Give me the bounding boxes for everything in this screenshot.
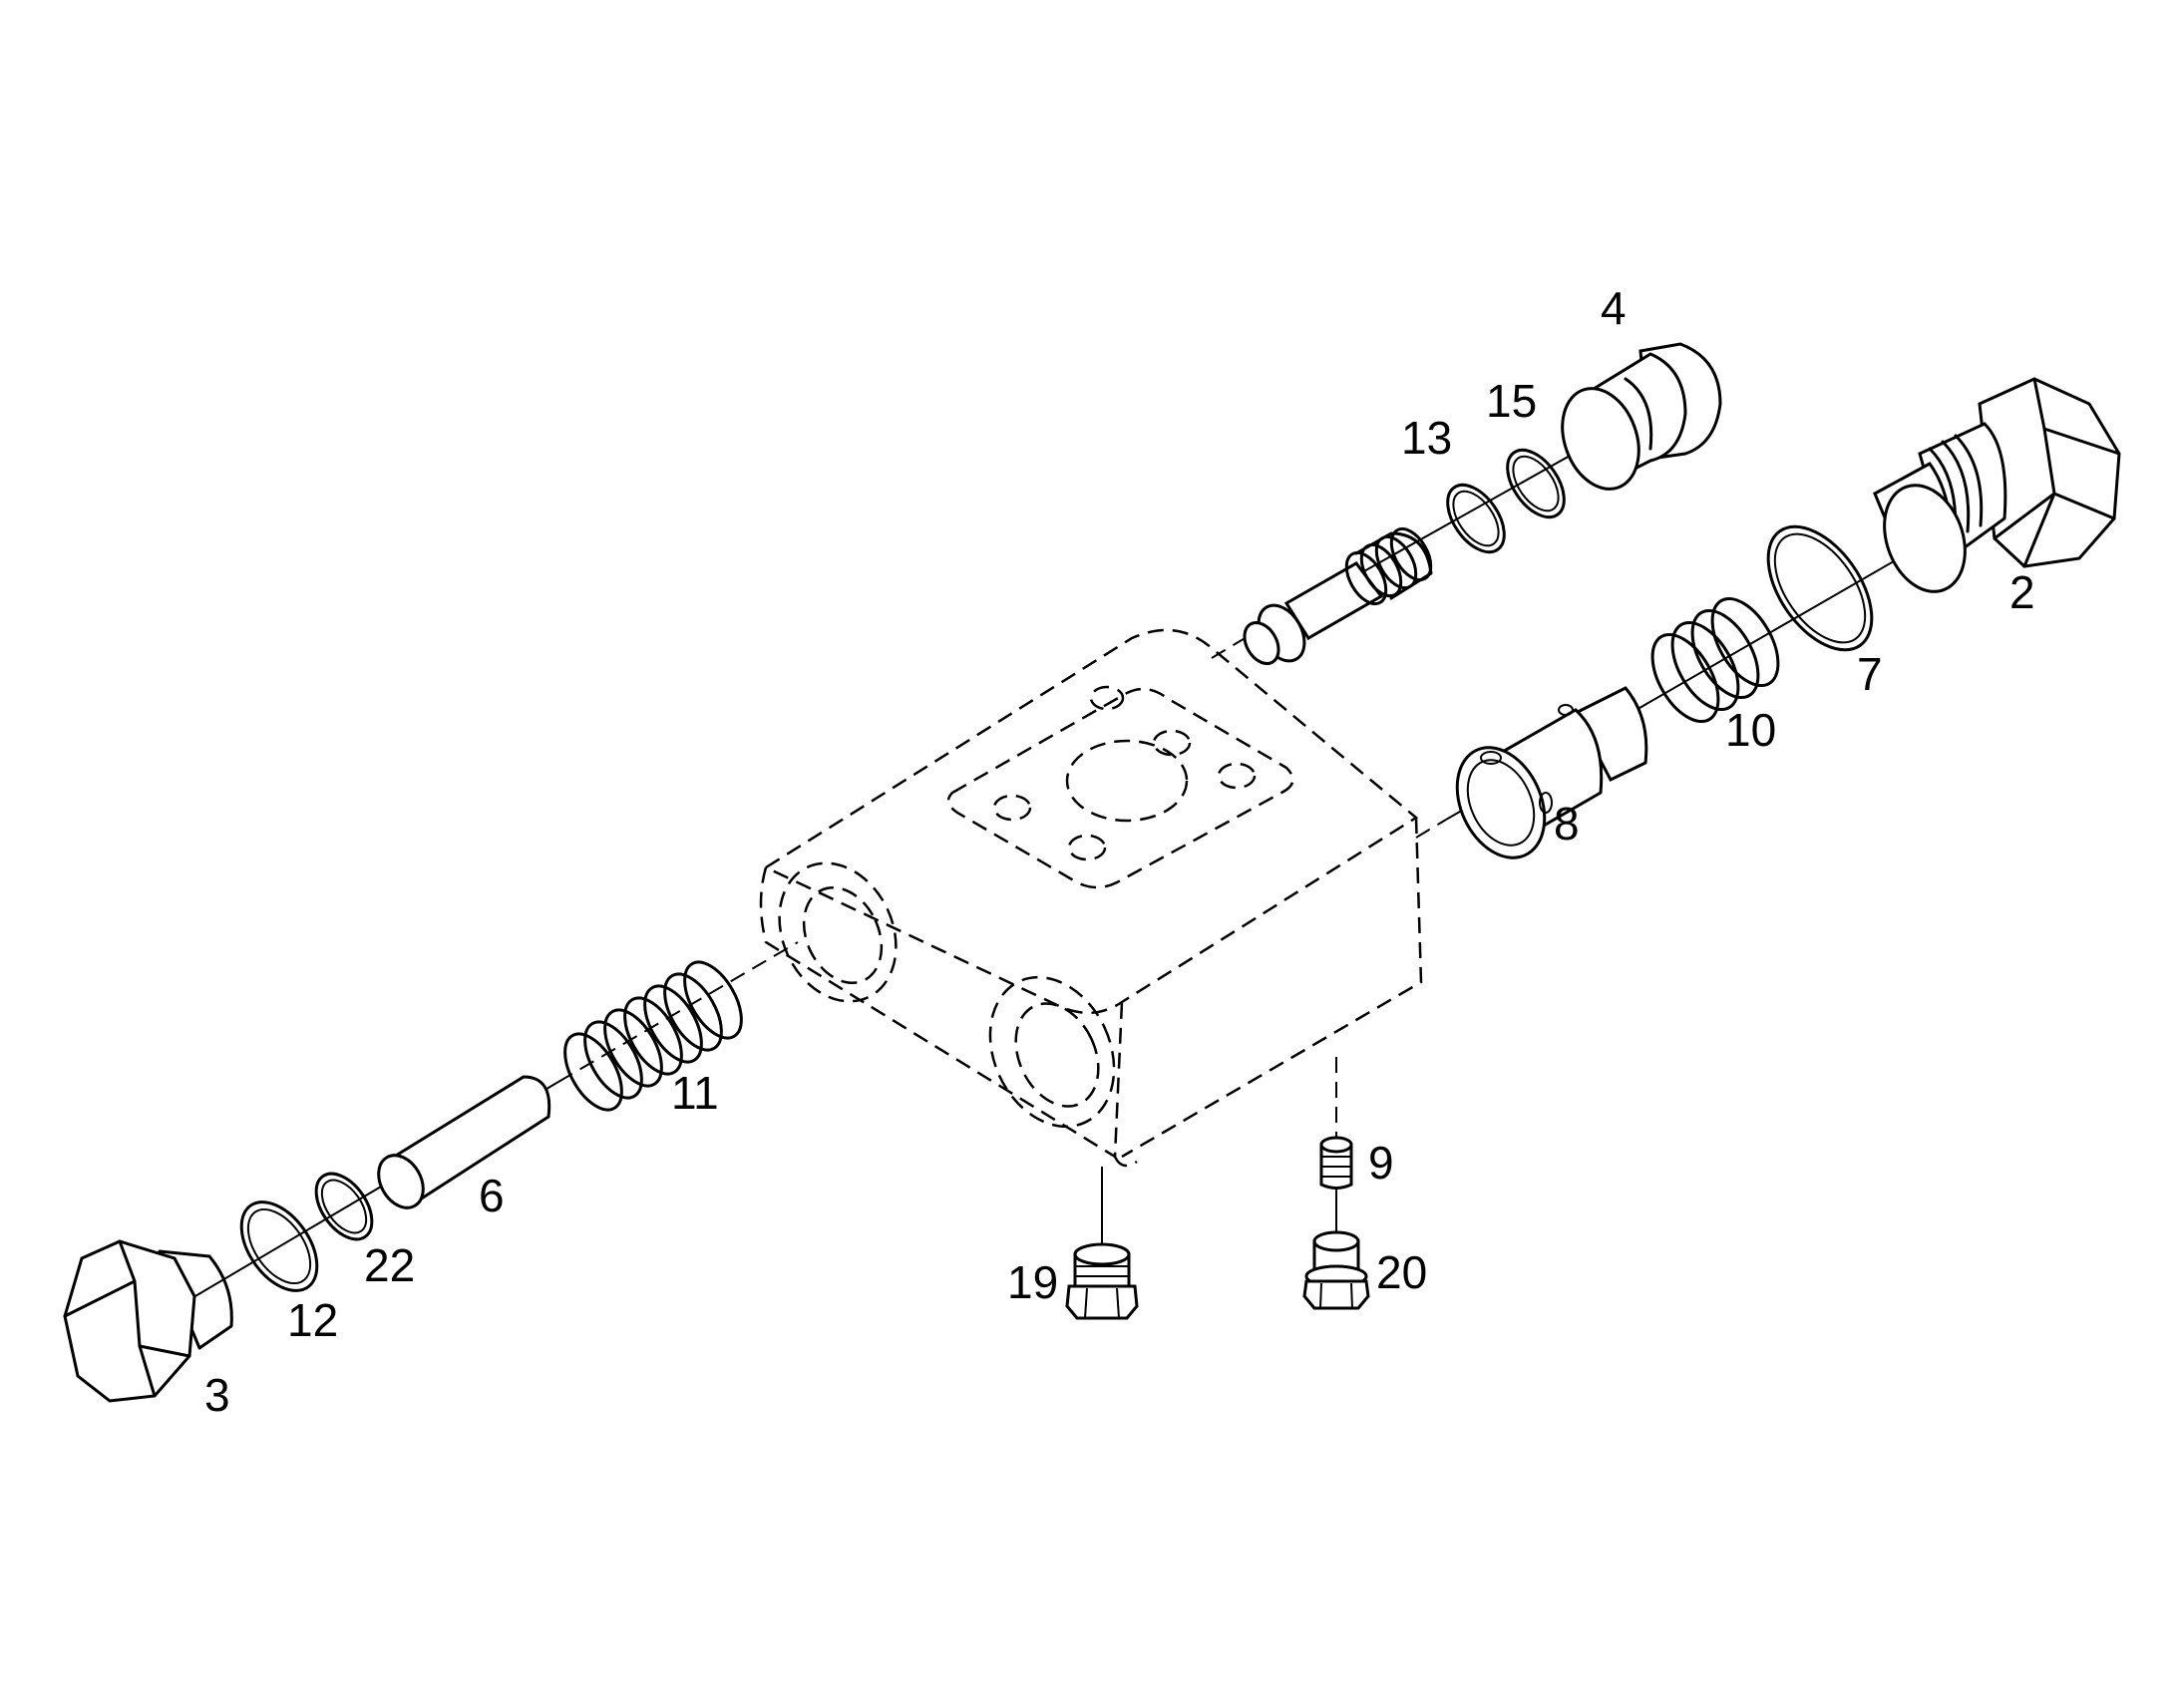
valve-body bbox=[759, 628, 1423, 1168]
pin-6 bbox=[377, 1075, 551, 1209]
label-part-4: 4 bbox=[1601, 282, 1627, 334]
label-part-19: 19 bbox=[1007, 1256, 1058, 1308]
o-ring-22 bbox=[314, 1172, 374, 1241]
o-ring-12 bbox=[239, 1200, 319, 1292]
label-part-7: 7 bbox=[1857, 648, 1883, 700]
label-part-11: 11 bbox=[671, 1067, 719, 1119]
spool-8 bbox=[1455, 686, 1648, 859]
label-part-12: 12 bbox=[287, 1294, 338, 1346]
label-part-6: 6 bbox=[479, 1170, 505, 1221]
label-part-2: 2 bbox=[2009, 566, 2035, 618]
poppet-stem bbox=[1243, 526, 1433, 665]
fitting-2 bbox=[1873, 377, 2121, 593]
label-part-15: 15 bbox=[1486, 375, 1537, 427]
label-part-3: 3 bbox=[204, 1369, 230, 1421]
plug-9 bbox=[1319, 1136, 1353, 1190]
spring-11 bbox=[563, 960, 743, 1112]
o-ring-7 bbox=[1766, 524, 1874, 652]
plug-19 bbox=[1065, 1242, 1139, 1320]
part-labels: 4 15 13 2 7 10 8 11 6 22 12 3 9 19 20 bbox=[204, 282, 2035, 1421]
o-ring-15 bbox=[1506, 448, 1566, 519]
label-part-9: 9 bbox=[1368, 1137, 1394, 1189]
spring-10 bbox=[1650, 596, 1780, 724]
plug-4 bbox=[1561, 342, 1722, 491]
plug-20 bbox=[1302, 1230, 1370, 1310]
label-part-8: 8 bbox=[1554, 798, 1580, 850]
label-part-13: 13 bbox=[1401, 412, 1452, 464]
label-part-10: 10 bbox=[1725, 704, 1776, 756]
plug-3 bbox=[63, 1239, 233, 1403]
label-part-22: 22 bbox=[364, 1239, 415, 1291]
label-part-20: 20 bbox=[1376, 1246, 1427, 1298]
o-ring-13 bbox=[1446, 483, 1506, 554]
